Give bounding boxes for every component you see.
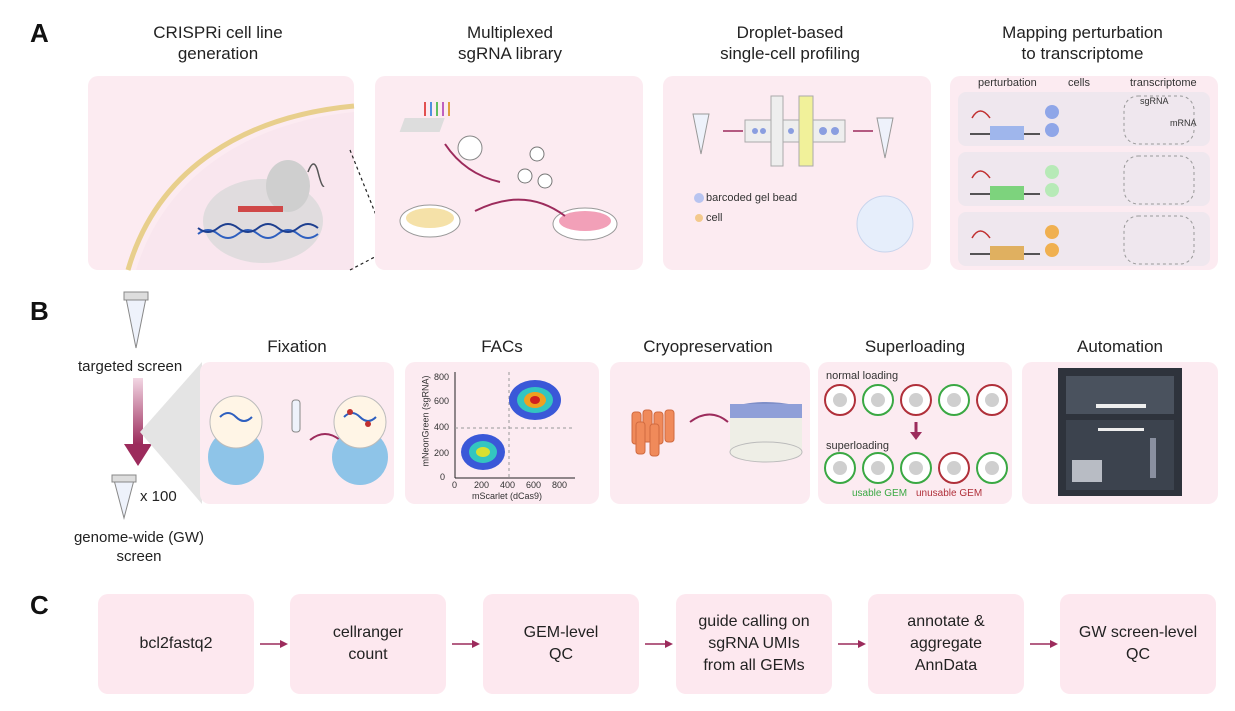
title-mapping: Mapping perturbation to transcriptome (1002, 23, 1163, 63)
title-droplet: Droplet-based single-cell profiling (720, 23, 860, 63)
step-label: GEM-level QC (523, 624, 599, 663)
tube-icon-targeted (123, 291, 149, 349)
flow-arrow-5 (1030, 640, 1058, 648)
fixation-illustration (208, 395, 388, 485)
header-cells: cells (1068, 77, 1091, 89)
automation-machine-icon (1058, 368, 1182, 496)
fixation-zoom-wedge (140, 362, 202, 504)
facs-ytick-0: 0 (440, 472, 446, 482)
cryopreservation-illustration (631, 402, 803, 463)
facs-xlabel: mScarlet (dCas9) (472, 491, 543, 501)
genome-wide-label: genome-wide (GW) screen (73, 529, 205, 565)
facs-xtick-4: 800 (552, 480, 568, 490)
facs-xtick-1: 200 (474, 480, 490, 490)
step-bcl2fastq2: bcl2fastq2 (98, 594, 254, 694)
facs-xtick-0: 0 (452, 480, 458, 490)
title-sgrna-library: Multiplexed sgRNA library (458, 23, 562, 63)
facs-ytick-4: 800 (434, 372, 450, 382)
flow-arrow-4 (838, 640, 866, 648)
title-facs: FACs (481, 337, 523, 356)
flow-arrow-1 (260, 640, 288, 648)
panel-letter-b: B (30, 296, 49, 326)
step-guide-calling: guide calling on sgRNA UMIs from all GEM… (676, 594, 832, 694)
unusable-gem-label: unusable GEM (916, 488, 983, 499)
facs-ytick-3: 600 (434, 396, 450, 406)
step-label: GW screen-level QC (1078, 624, 1198, 663)
step-label: annotate & aggregate AnnData (907, 613, 985, 674)
facs-plot (454, 372, 575, 479)
panel-letter-a: A (30, 18, 49, 48)
facs-ylabel: mNeonGreen (sgRNA) (420, 375, 431, 467)
label-mrna: mRNA (1170, 118, 1197, 128)
title-fixation: Fixation (267, 337, 327, 356)
mapping-illustration (958, 92, 1210, 266)
title-superloading: Superloading (864, 337, 966, 356)
header-transcriptome: transcriptome (1130, 77, 1197, 89)
step-label: cellranger count (332, 624, 404, 663)
cell-illustration (125, 103, 355, 271)
tube-icon-gw (111, 474, 137, 520)
facs-panel (405, 362, 599, 504)
step-gw-screen-qc: GW screen-level QC (1060, 594, 1216, 694)
panel-letter-c: C (30, 590, 49, 620)
title-cryopreservation: Cryopreservation (643, 337, 773, 356)
facs-xtick-2: 400 (500, 480, 516, 490)
flow-arrow-3 (645, 640, 673, 648)
legend-bead-label: barcoded gel bead (706, 192, 798, 204)
facs-xtick-3: 600 (526, 480, 542, 490)
title-crispri: CRISPRi cell line generation (153, 23, 283, 63)
gem-diagram (824, 384, 1008, 484)
droplet-illustration (692, 95, 914, 253)
flow-arrow-2 (452, 640, 480, 648)
superloading-label: superloading (826, 440, 889, 452)
step-annotate-aggregate: annotate & aggregate AnnData (868, 594, 1024, 694)
step-label: guide calling on sgRNA UMIs from all GEM… (698, 613, 810, 674)
sgrna-library-illustration (399, 102, 618, 241)
multiplier-label: x 100 (140, 488, 177, 505)
step-label: bcl2fastq2 (139, 635, 213, 652)
scale-up-arrow (124, 378, 152, 466)
targeted-screen-label: targeted screen (78, 358, 183, 375)
facs-ytick-1: 200 (434, 448, 450, 458)
header-perturbation: perturbation (978, 77, 1037, 89)
title-automation: Automation (1077, 337, 1163, 356)
facs-ytick-2: 400 (434, 422, 450, 432)
usable-gem-label: usable GEM (852, 488, 908, 499)
step-gem-level-qc: GEM-level QC (483, 594, 639, 694)
legend-cell-label: cell (706, 212, 723, 224)
step-cellranger-count: cellranger count (290, 594, 446, 694)
normal-loading-label: normal loading (826, 370, 899, 382)
label-sgrna: sgRNA (1140, 96, 1169, 106)
